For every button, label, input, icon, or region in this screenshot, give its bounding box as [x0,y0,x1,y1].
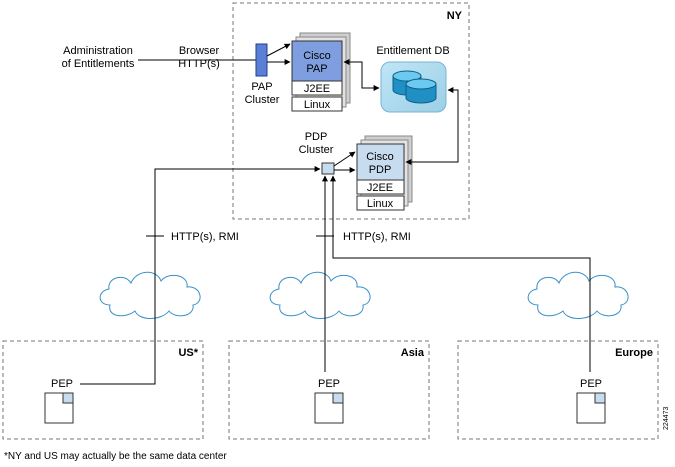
pap-cluster-label-line2: Cluster [245,94,280,106]
pdp-cluster-node [321,162,335,175]
pdp-j2ee-label: J2EE [367,182,393,194]
protocol-label-left: HTTP(s), RMI [171,231,239,243]
pap-cluster-node [255,43,268,77]
pap-linux-label: Linux [304,99,331,111]
pdp-server [356,143,405,181]
us-pep-link [80,166,321,385]
figure-id: 224473 [663,407,670,430]
us-region [2,340,204,440]
pap-linux-layer [291,96,343,112]
admin-label-line1: Administration [63,45,133,57]
pdp-db-connector [405,87,459,165]
europe-region-label: Europe [615,347,653,359]
pdp-j2ee-layer [356,179,405,195]
pap-db-connector [343,59,380,91]
footnote: *NY and US may actually be the same data… [4,451,227,462]
pdp-name-line2: PDP [369,164,392,176]
pep-asia-label: PEP [318,378,340,390]
cloud-icon-asia [269,271,371,319]
entitlement-db-label: Entitlement DB [376,45,449,57]
pap-name-line1: Cisco [303,50,331,62]
ny-region-label: NY [447,10,463,22]
pap-cluster-label-line1: PAP [251,81,272,93]
pdp-name-line1: Cisco [366,151,394,163]
pdp-linux-label: Linux [367,198,394,210]
pap-arrow-upper [266,43,291,57]
protocol-label-right: HTTP(s), RMI [343,231,411,243]
pep-europe-icon [576,392,606,424]
europe-pep-link [330,175,591,372]
pep-us-icon [44,392,74,424]
browser-label-line1: Browser [179,45,220,57]
asia-region [228,340,430,440]
pdp-cluster-label-line2: Cluster [299,144,334,156]
europe-region [457,340,659,440]
pep-asia-icon [314,392,344,424]
us-region-label: US* [178,347,198,359]
pdp-cluster-label-line1: PDP [305,131,328,143]
cloud-icon-europe [527,271,629,319]
pap-name-line2: PAP [306,63,327,75]
pdp-arrow-upper [333,151,356,167]
admin-label-line2: of Entitlements [62,58,135,70]
pdp-linux-layer [356,195,405,211]
ny-region [232,2,470,220]
asia-region-label: Asia [401,347,425,359]
pap-server [291,40,343,82]
pap-j2ee-label: J2EE [304,83,330,95]
cloud-icon-us [99,271,201,319]
pep-europe-label: PEP [580,378,602,390]
pap-j2ee-layer [291,80,343,96]
pep-us-label: PEP [51,378,73,390]
browser-label-line2: HTTP(s) [178,58,220,70]
